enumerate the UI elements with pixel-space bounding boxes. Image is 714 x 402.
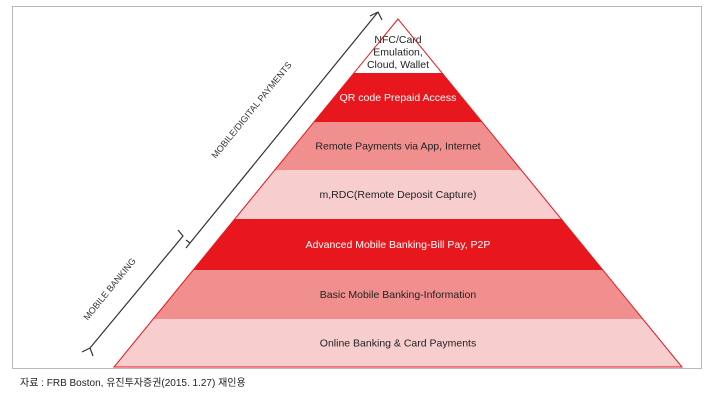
upper-bracket-line — [185, 11, 383, 249]
pyramid-layer-2 — [313, 73, 483, 122]
pyramid-layer-7-label-line-1: Online Banking & Card Payments — [320, 338, 476, 350]
pyramid-layer-6-label-line-1: Basic Mobile Banking-Information — [320, 289, 477, 301]
pyramid-layer-2-label-line-1: QR code Prepaid Access — [340, 92, 457, 104]
pyramid-layer-5-label-line-1: Advanced Mobile Banking-Bill Pay, P2P — [306, 239, 491, 251]
pyramid-layer-1-label-line-2: Emulation, — [373, 47, 423, 59]
pyramid-layer-3-label-line-1: Remote Payments via App, Internet — [315, 141, 480, 153]
mobile-banking-label: MOBILE BANKING — [82, 256, 138, 322]
pyramid-layer-6 — [153, 270, 643, 319]
mobile-digital-payments-label: MOBILE/DIGITAL PAYMENTS — [210, 60, 294, 160]
lower-bracket-line — [81, 229, 184, 357]
pyramid-layer-4 — [234, 170, 562, 219]
frame-left-rule — [12, 6, 13, 369]
pyramid-layer-1-label-line-3: Cloud, Wallet — [367, 59, 429, 71]
pyramid-outline — [112, 18, 684, 368]
pyramid-layer-3 — [274, 122, 522, 170]
pyramid-layer-1 — [353, 19, 443, 73]
frame-top-rule — [12, 6, 702, 7]
pyramid-layer-5 — [193, 219, 603, 270]
pyramid-layer-7 — [114, 319, 682, 367]
frame-bottom-rule — [12, 368, 702, 369]
pyramid-layer-1-label-line-1: NFC/Card — [374, 34, 421, 46]
source-note: 자료 : FRB Boston, 유진투자증권(2015. 1.27) 재인용 — [20, 378, 246, 389]
frame-right-rule — [701, 6, 702, 369]
pyramid-layer-4-label-line-1: m,RDC(Remote Deposit Capture) — [320, 189, 477, 201]
